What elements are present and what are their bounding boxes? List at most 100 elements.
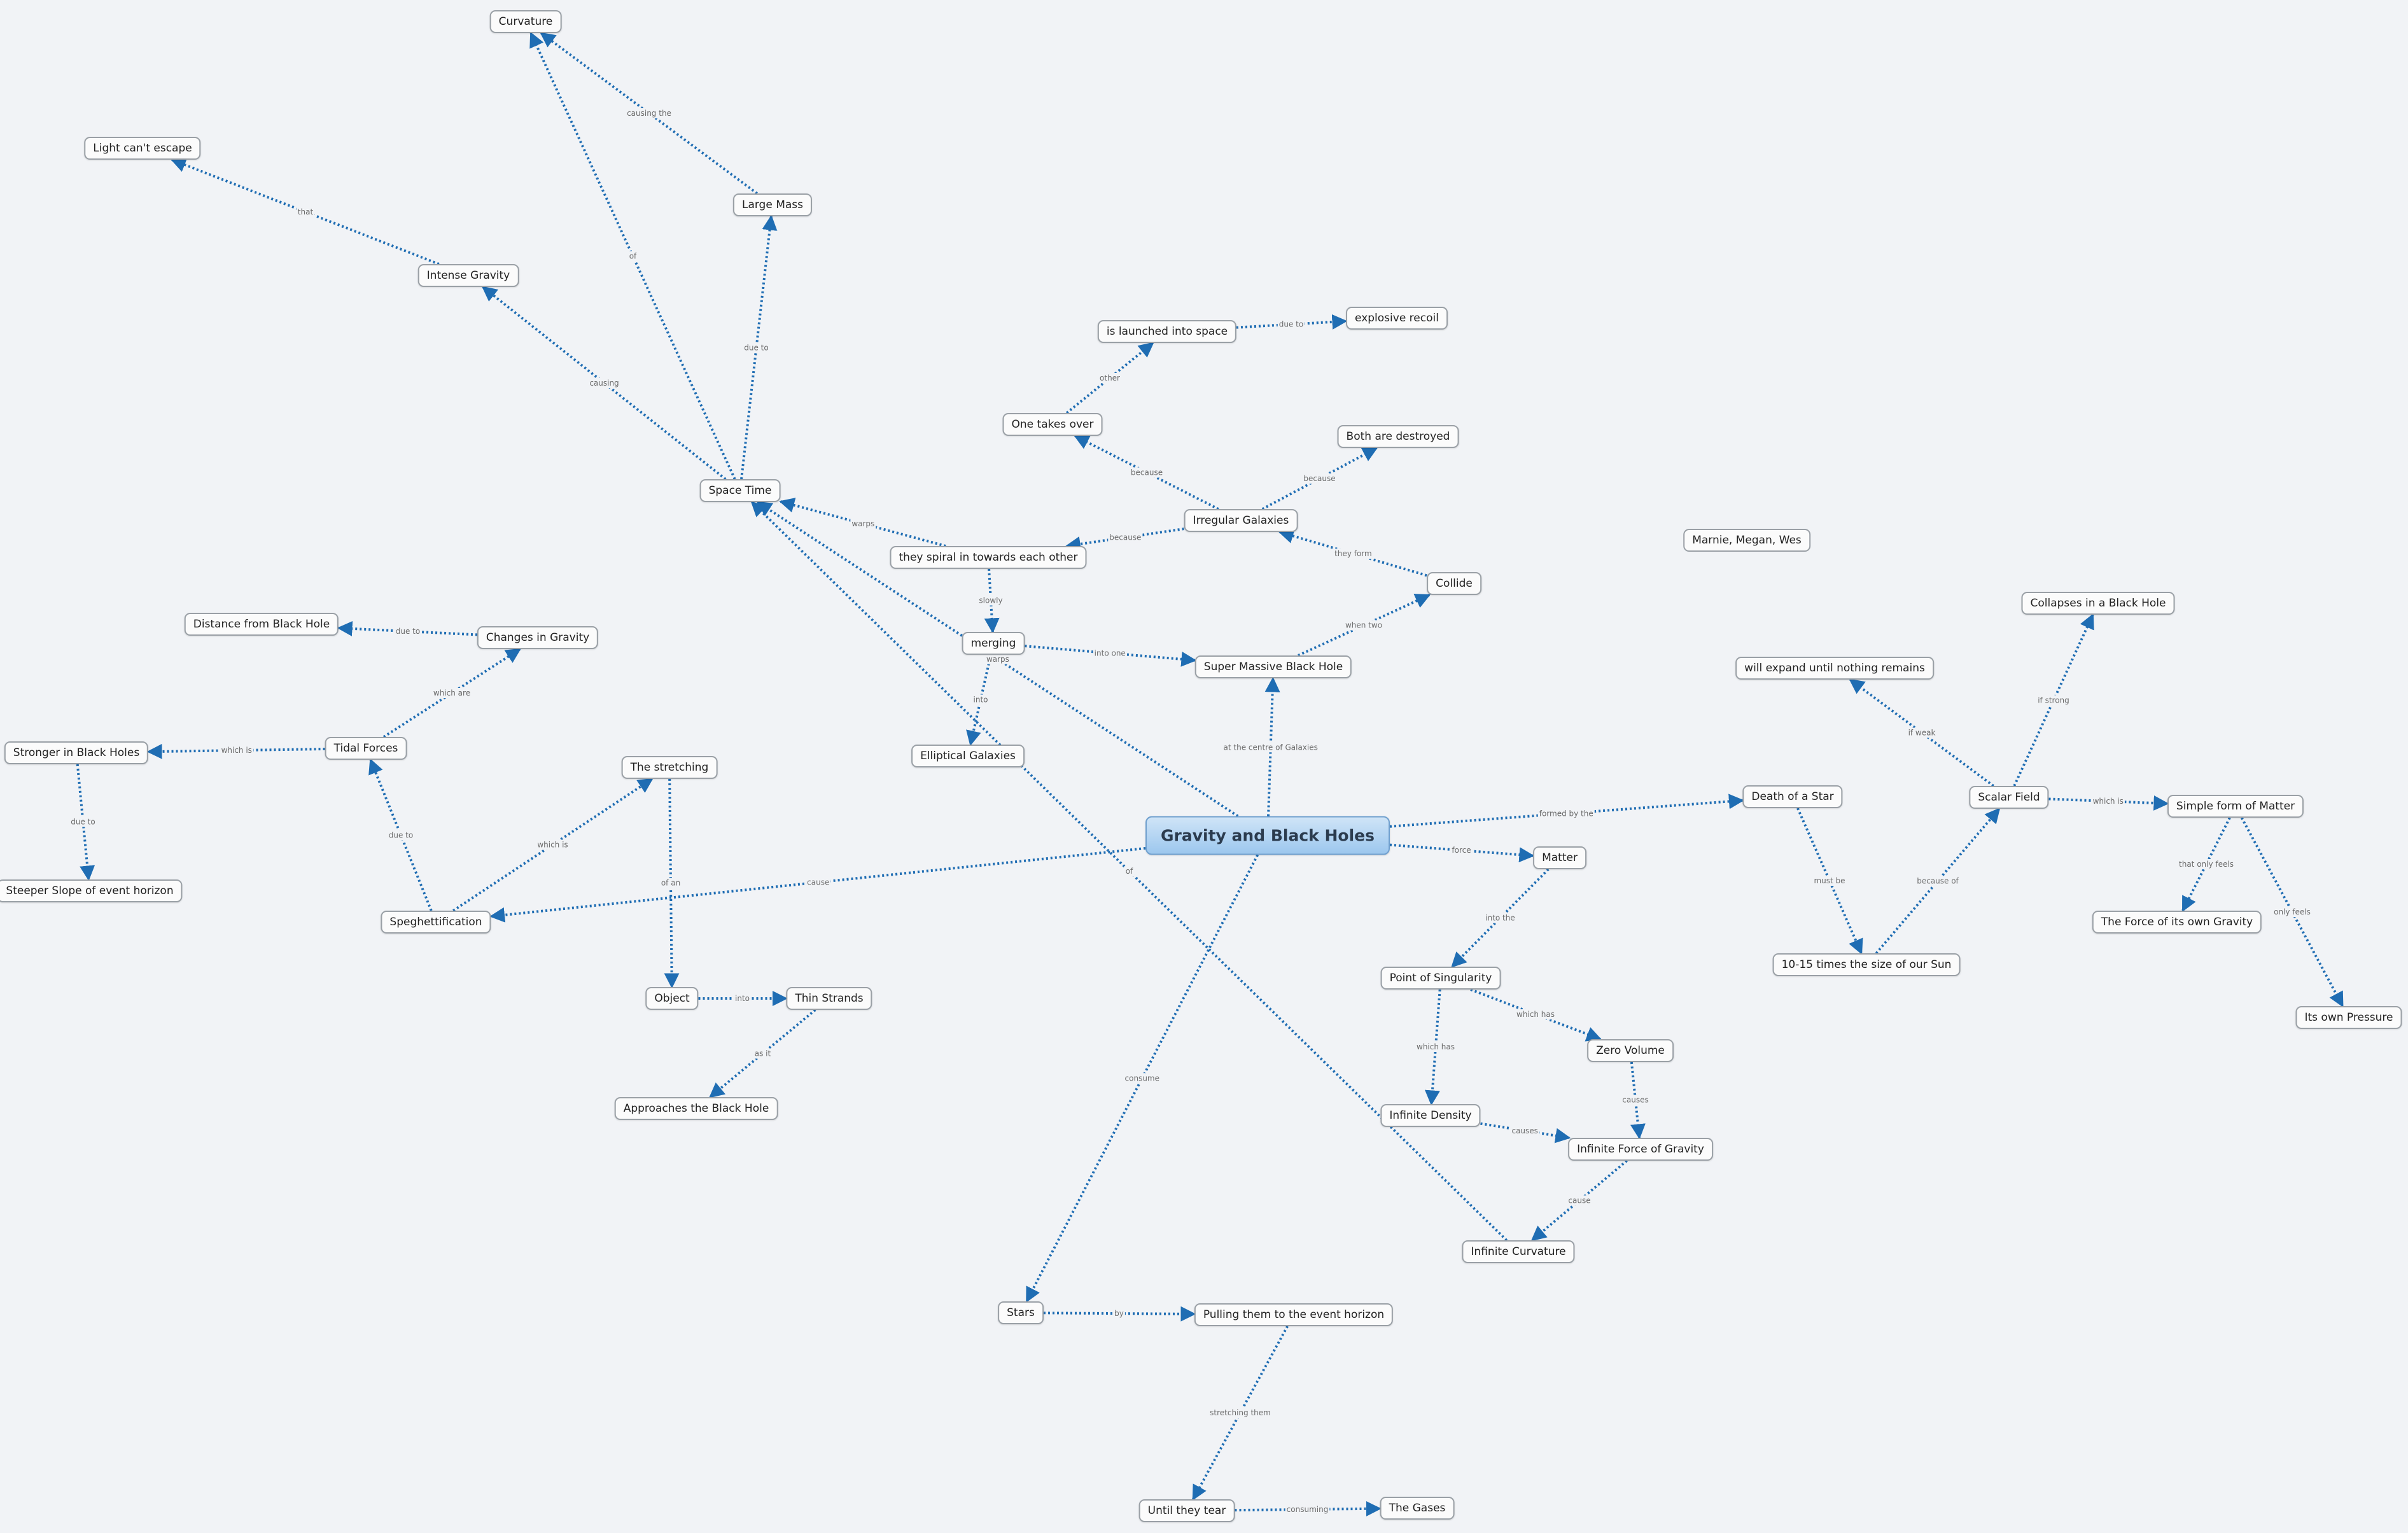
node-expand[interactable]: will expand until nothing remains — [1735, 657, 1934, 680]
node-merging[interactable]: merging — [962, 632, 1025, 655]
node-strands[interactable]: Thin Strands — [786, 987, 872, 1010]
authors-label[interactable]: Marnie, Megan, Wes — [1683, 529, 1810, 552]
node-object[interactable]: Object — [645, 987, 699, 1010]
edge-label-background — [394, 626, 422, 637]
edge-label-background — [1415, 1042, 1456, 1052]
edge-label-background — [1123, 1073, 1161, 1084]
node-gases[interactable]: The Gases — [1380, 1497, 1455, 1520]
node-curvature[interactable]: Curvature — [489, 10, 562, 33]
edge-stronger-to-steeper — [76, 764, 95, 881]
node-onetakes[interactable]: One takes over — [1002, 413, 1103, 436]
edge-label-background — [1093, 648, 1127, 659]
edge-label: force — [1452, 846, 1471, 855]
edge-label-background — [1812, 876, 1847, 886]
node-infforce[interactable]: Infinite Force of Gravity — [1568, 1138, 1713, 1161]
edge-label: warps — [851, 519, 874, 528]
node-irregular[interactable]: Irregular Galaxies — [1184, 509, 1298, 532]
edge-label: only feels — [2274, 907, 2311, 916]
node-steeper[interactable]: Steeper Slope of event horizon — [0, 879, 183, 902]
edge-label-background — [1302, 473, 1337, 484]
edge-label: causing the — [627, 109, 671, 118]
edge-irregular-to-destroyed — [1261, 447, 1378, 510]
edge-label-background — [220, 745, 253, 756]
edge-onetakes-to-launched — [1065, 342, 1154, 414]
edge-label: cause — [1568, 1196, 1590, 1205]
node-smbh[interactable]: Super Massive Black Hole — [1194, 655, 1352, 678]
node-ownforce[interactable]: The Force of its own Gravity — [2092, 911, 2262, 934]
node-light[interactable]: Light can't escape — [84, 137, 201, 160]
edge-label: due to — [396, 627, 420, 636]
edge-label: of — [1126, 867, 1133, 876]
node-pressure[interactable]: Its own Pressure — [2295, 1006, 2402, 1029]
edge-label-background — [1515, 1009, 1556, 1019]
node-infcurv[interactable]: Infinite Curvature — [1462, 1240, 1575, 1263]
edge-label: they form — [1334, 549, 1372, 558]
node-simple[interactable]: Simple form of Matter — [2167, 795, 2304, 818]
edge-label-background — [753, 1048, 773, 1059]
node-elliptical[interactable]: Elliptical Galaxies — [911, 745, 1025, 767]
edge-label: which has — [1417, 1042, 1455, 1051]
node-intense[interactable]: Intense Gravity — [417, 264, 519, 287]
edge-label: due to — [744, 344, 768, 353]
edge-label: when two — [1345, 621, 1382, 630]
node-singularity[interactable]: Point of Singularity — [1380, 967, 1501, 990]
node-destroyed[interactable]: Both are destroyed — [1337, 425, 1459, 448]
edge-label-background — [743, 342, 770, 353]
edge-stars-to-pulling — [1043, 1306, 1196, 1322]
edge-label-background — [1277, 319, 1305, 330]
node-density[interactable]: Infinite Density — [1380, 1104, 1481, 1127]
node-spiral[interactable]: they spiral in towards each other — [890, 546, 1087, 569]
edge-label: due to — [71, 818, 95, 827]
edge-label: which are — [433, 689, 470, 697]
edge-tidal-to-stronger — [146, 743, 325, 759]
node-recoil[interactable]: explosive recoil — [1346, 307, 1448, 330]
node-sun[interactable]: 10-15 times the size of our Sun — [1772, 953, 1961, 976]
edge-zerovol-to-infforce — [1630, 1061, 1646, 1140]
node-spacetime[interactable]: Space Time — [699, 479, 781, 502]
node-scalar[interactable]: Scalar Field — [1969, 786, 2049, 809]
edge-label: because — [1303, 474, 1335, 483]
edge-label-background — [1129, 467, 1165, 478]
edge-label-background — [2036, 695, 2071, 706]
edge-label: which is — [221, 746, 252, 755]
node-largemass[interactable]: Large Mass — [732, 193, 813, 216]
node-death[interactable]: Death of a Star — [1742, 785, 1843, 808]
edge-label: because — [1131, 468, 1163, 477]
node-tidal[interactable]: Tidal Forces — [325, 737, 407, 760]
node-pulling[interactable]: Pulling them to the event horizon — [1194, 1303, 1394, 1326]
node-distance[interactable]: Distance from Black Hole — [184, 613, 339, 636]
edge-label: due to — [389, 831, 413, 840]
edge-label-background — [1285, 1504, 1330, 1515]
node-stars[interactable]: Stars — [998, 1301, 1044, 1324]
edge-label-background — [588, 378, 620, 388]
edge-label-background — [69, 816, 97, 827]
node-spag[interactable]: Speghettification — [381, 911, 491, 934]
edge-label: other — [1100, 374, 1120, 382]
node-launched[interactable]: is launched into space — [1097, 320, 1237, 343]
node-collide[interactable]: Collide — [1427, 572, 1481, 595]
edge-label-background — [1484, 913, 1516, 923]
edge-label: of an — [661, 879, 680, 888]
edge-root-to-death — [1389, 794, 1744, 828]
node-tear[interactable]: Until they tear — [1138, 1499, 1235, 1522]
edge-label-background — [1510, 1125, 1539, 1136]
node-collapses[interactable]: Collapses in a Black Hole — [2021, 592, 2175, 615]
edge-label: if weak — [1908, 729, 1936, 738]
edge-label-background — [806, 877, 831, 888]
node-matter[interactable]: Matter — [1533, 846, 1586, 869]
edge-label-background — [734, 993, 751, 1004]
edge-label-background — [659, 878, 682, 888]
node-changes[interactable]: Changes in Gravity — [477, 626, 599, 649]
edge-label-background — [2178, 859, 2235, 869]
node-root[interactable]: Gravity and Black Holes — [1145, 816, 1390, 855]
node-approaches[interactable]: Approaches the Black Hole — [614, 1097, 778, 1120]
edge-label: causes — [1622, 1096, 1648, 1105]
node-stronger[interactable]: Stronger in Black Holes — [4, 741, 149, 764]
node-zerovol[interactable]: Zero Volume — [1587, 1039, 1674, 1062]
edge-label-background — [972, 694, 990, 705]
edge-label-background — [1343, 620, 1384, 631]
edge-label-background — [1208, 1408, 1272, 1418]
node-stretching[interactable]: The stretching — [621, 756, 718, 779]
